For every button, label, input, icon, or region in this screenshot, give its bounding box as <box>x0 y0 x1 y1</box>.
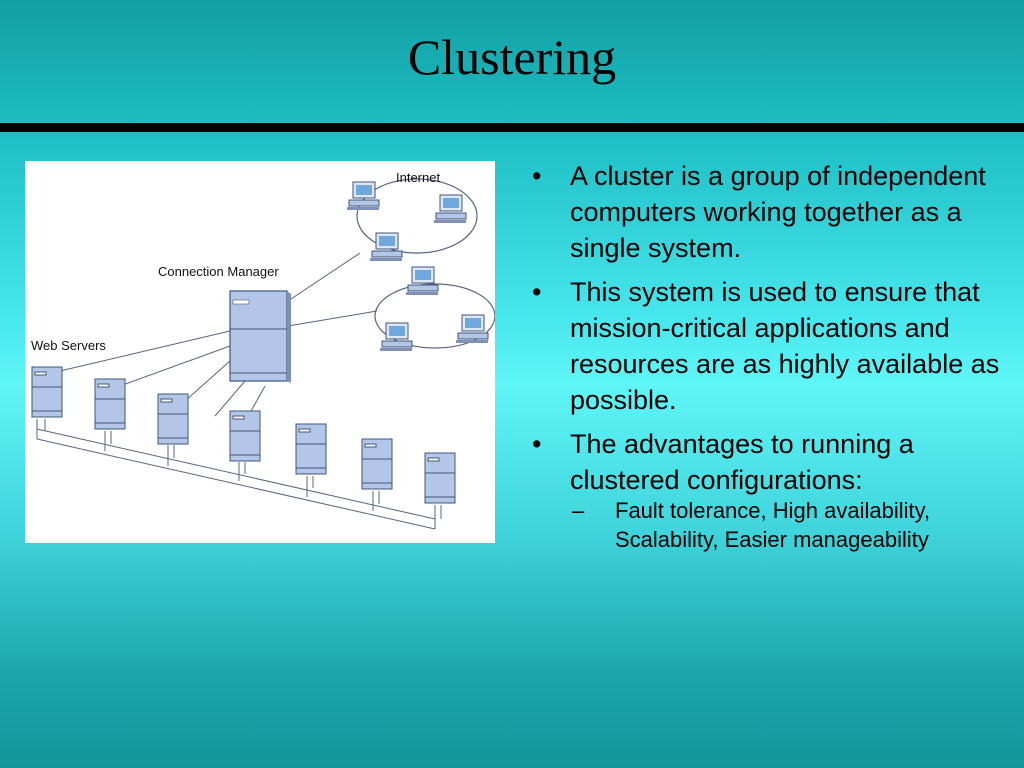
server-tower-icon <box>229 290 291 383</box>
sub-bullet-marker: – <box>572 498 585 523</box>
internet-cloud <box>356 178 478 254</box>
bullet-marker: • <box>532 161 542 191</box>
bullet-marker: • <box>532 277 542 307</box>
workstation-icon <box>369 232 403 262</box>
connection-manager-label: Connection Manager <box>158 264 279 279</box>
server-tower-icon <box>31 366 63 418</box>
server-tower-icon <box>229 410 261 462</box>
lan-cloud <box>374 283 495 349</box>
bullet-text: This system is used to ensure that missi… <box>570 277 1000 415</box>
sub-bullet-text: Fault tolerance, High availability, Scal… <box>615 498 931 552</box>
server-tower-icon <box>94 378 126 430</box>
workstation-icon <box>405 266 439 296</box>
server-tower-icon <box>424 452 456 504</box>
bullet-item: • A cluster is a group of independent co… <box>530 158 1000 266</box>
internet-label: Internet <box>396 170 440 185</box>
workstation-icon <box>433 194 467 224</box>
bullet-text: A cluster is a group of independent comp… <box>570 161 986 263</box>
server-tower-icon <box>295 423 327 475</box>
bullet-text: The advantages to running a clustered co… <box>570 429 914 495</box>
sub-bullet-list: – Fault tolerance, High availability, Sc… <box>570 496 1000 554</box>
bullet-list: • A cluster is a group of independent co… <box>530 158 1000 562</box>
slide-title: Clustering <box>407 29 617 85</box>
server-tower-icon <box>157 393 189 445</box>
server-tower-icon <box>361 438 393 490</box>
workstation-icon <box>379 322 413 352</box>
bullet-marker: • <box>532 429 542 459</box>
bullet-item: • The advantages to running a clustered … <box>530 426 1000 554</box>
cluster-diagram: Internet Connection Manager Web Servers <box>25 161 495 543</box>
workstation-icon <box>455 314 489 344</box>
bullet-item: • This system is used to ensure that mis… <box>530 274 1000 418</box>
web-servers-label: Web Servers <box>31 338 106 353</box>
title-rule <box>0 123 1024 132</box>
workstation-icon <box>346 181 380 211</box>
sub-bullet-item: – Fault tolerance, High availability, Sc… <box>570 496 1000 554</box>
